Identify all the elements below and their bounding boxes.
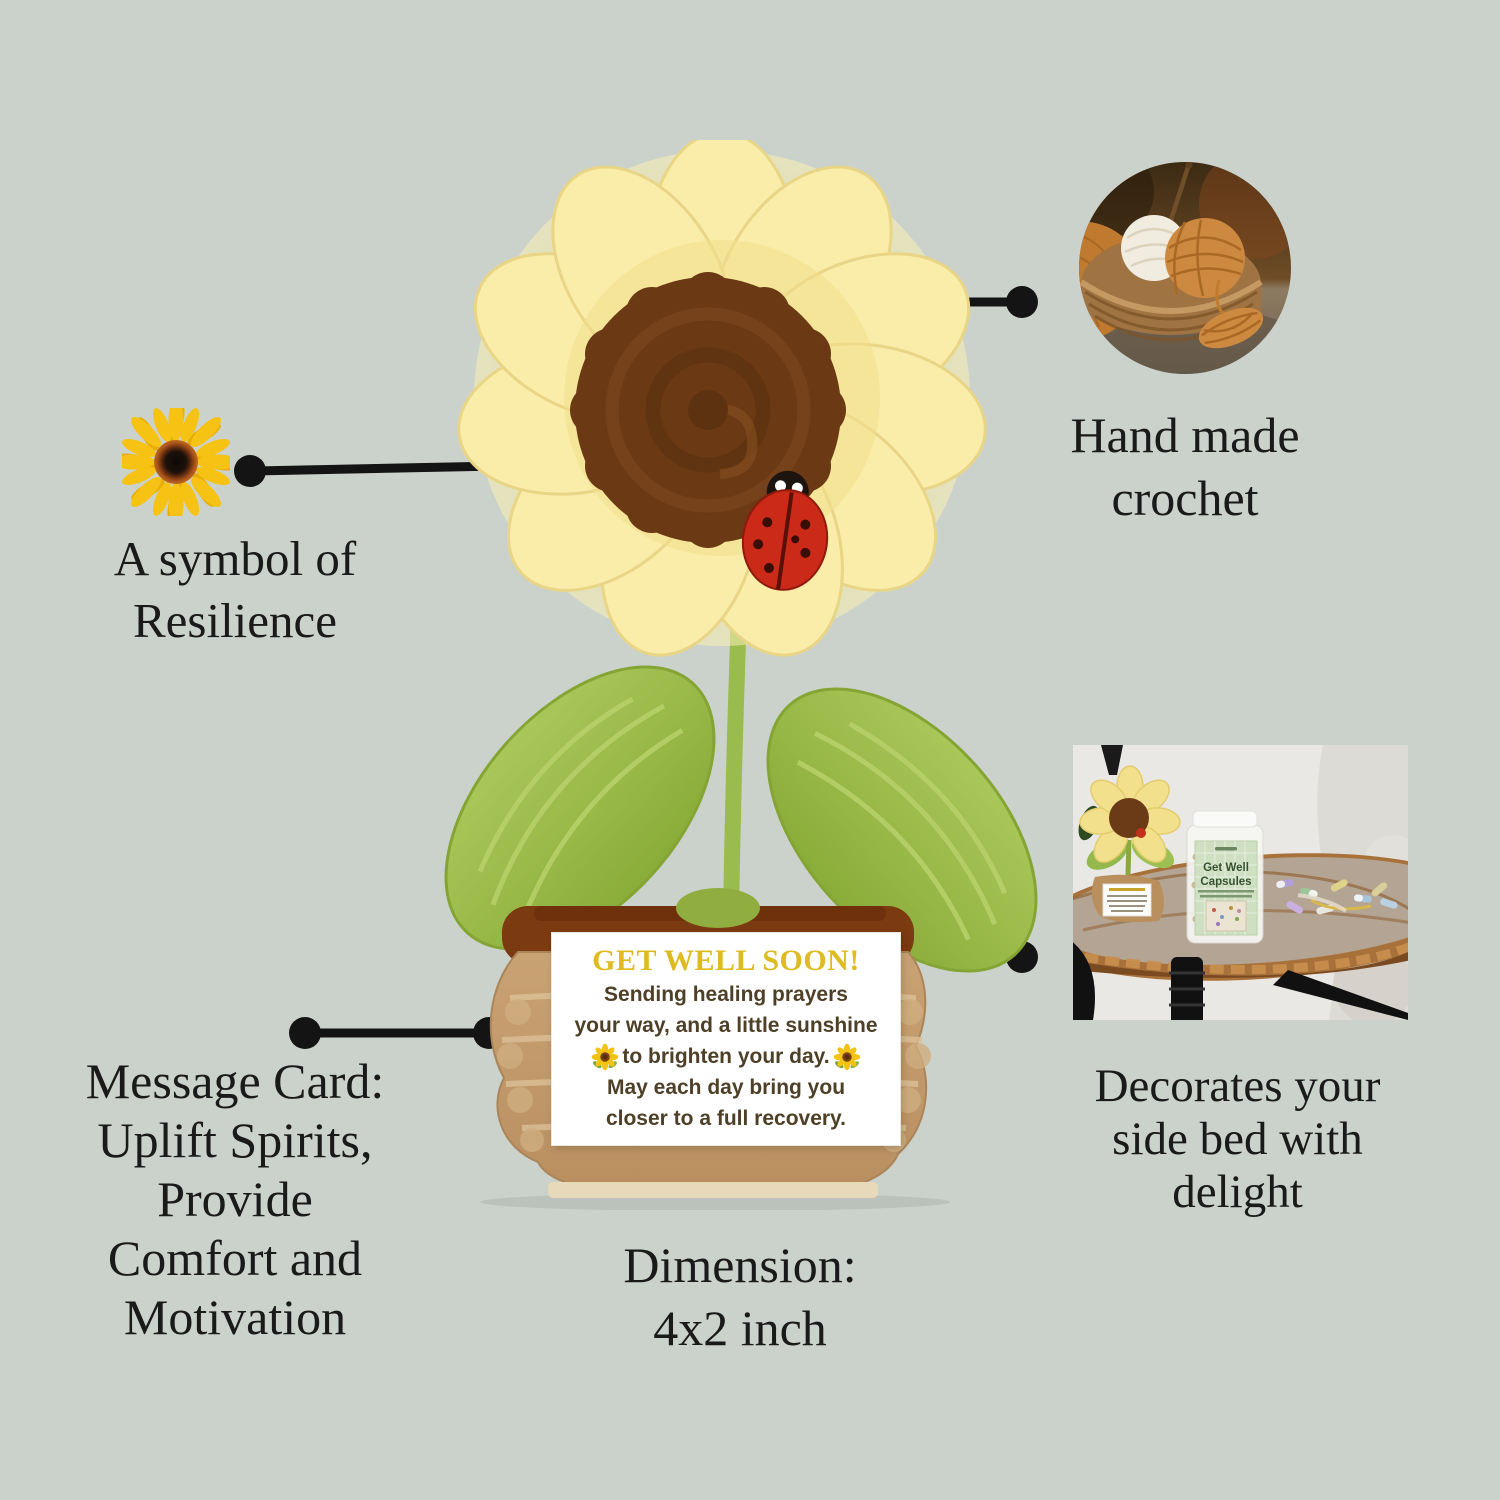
- caption-line: side bed with: [1112, 1113, 1363, 1165]
- orange-yarn-ball: [1165, 218, 1245, 298]
- bedside-decor-photo: Get Well Capsules: [1073, 745, 1408, 1020]
- flower-head: [457, 140, 987, 657]
- card-line: May each day bring you: [606, 1076, 846, 1099]
- card-title: GET WELL SOON!: [592, 944, 860, 977]
- resilience-caption: A symbol of Resilience: [30, 528, 440, 652]
- caption-line: Decorates your: [1094, 1060, 1381, 1112]
- mini-crochet-sunflower: [1078, 765, 1181, 923]
- table-leg: [1073, 942, 1408, 1020]
- card-line: closer to a full recovery.: [605, 1107, 847, 1130]
- caption-line: Dimension:: [623, 1237, 857, 1293]
- dimension-caption: Dimension: 4x2 inch: [565, 1234, 915, 1360]
- message-card-caption: Message Card: Uplift Spirits, Provide Co…: [15, 1052, 455, 1347]
- card-line: your way, and a little sunshine: [574, 1014, 878, 1037]
- caption-line: Uplift Spirits,: [97, 1112, 373, 1168]
- caption-line: 4x2 inch: [653, 1300, 827, 1356]
- scattered-capsules: [1276, 879, 1398, 915]
- leaf-right: [766, 687, 1038, 973]
- caption-line: delight: [1172, 1166, 1303, 1218]
- caption-line: Hand made: [1070, 407, 1300, 463]
- caption-line: A symbol of: [113, 531, 357, 586]
- card-line: Sending healing prayers: [604, 983, 848, 1006]
- flower-disc: [570, 272, 846, 548]
- jar-label-line1: Get Well: [1203, 862, 1249, 874]
- jar-label-line2: Capsules: [1200, 876, 1251, 888]
- ladybug: [741, 470, 829, 591]
- handmade-caption: Hand made crochet: [1010, 404, 1360, 530]
- card-line: to brighten your day.: [552, 1041, 900, 1072]
- decorates-caption: Decorates your side bed with delight: [1055, 1060, 1420, 1219]
- sunflower-decoration-icon: [833, 1043, 861, 1071]
- sunflower-icon-center: [154, 440, 198, 484]
- stand-rod: [1101, 745, 1123, 775]
- sunflower-icon: [122, 408, 230, 516]
- caption-line: Resilience: [132, 593, 338, 648]
- caption-line: crochet: [1111, 470, 1259, 526]
- connector-dot: [234, 455, 266, 487]
- connector-dot: [289, 1017, 321, 1049]
- caption-line: Motivation: [123, 1289, 347, 1345]
- handmade-crochet-photo: [1079, 162, 1291, 374]
- card-line-text: to brighten your day.: [622, 1045, 830, 1068]
- sunflower-decoration-icon: [591, 1043, 619, 1071]
- pot-base: [548, 1182, 878, 1198]
- get-well-capsules-jar: Get Well Capsules: [1186, 810, 1264, 944]
- sunflower-icon-petals: [122, 408, 230, 516]
- leaf-left: [444, 665, 716, 951]
- caption-line: Provide: [157, 1171, 313, 1227]
- get-well-message-card: GET WELL SOON! Sending healing prayers y…: [552, 933, 900, 1145]
- stem-collar: [676, 888, 760, 928]
- caption-line: Message Card:: [85, 1053, 385, 1109]
- caption-line: Comfort and: [107, 1230, 363, 1286]
- yarn-skein: [1198, 307, 1264, 349]
